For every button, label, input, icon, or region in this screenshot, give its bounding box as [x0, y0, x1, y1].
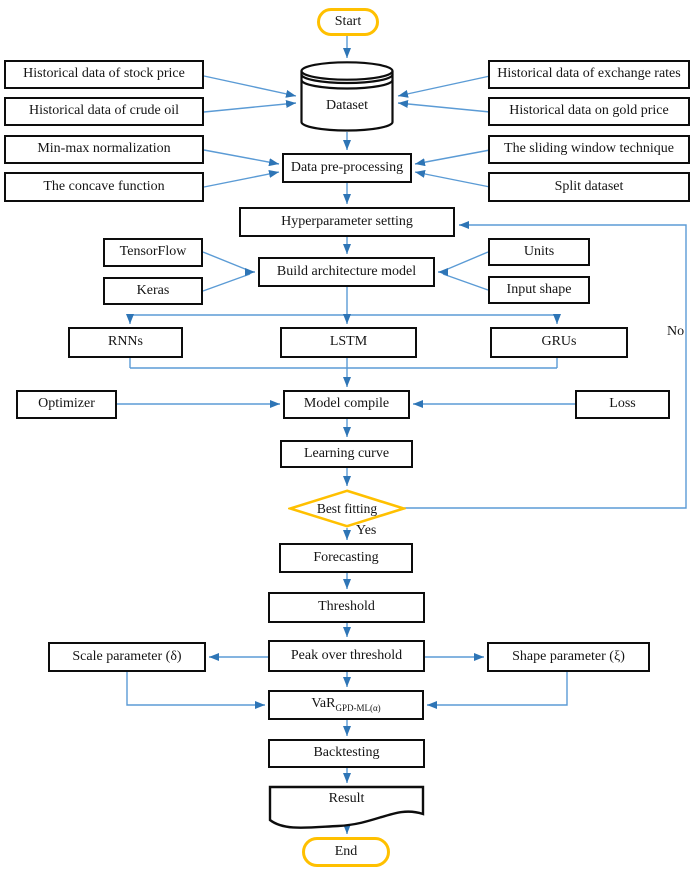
node-minmax-normalization: Min-max normalization — [4, 135, 204, 164]
node-start: Start — [317, 8, 379, 36]
node-label: Backtesting — [313, 745, 380, 761]
node-label: Learning curve — [303, 445, 390, 461]
node-stock-price: Historical data of stock price — [4, 60, 204, 89]
node-label: Historical data of stock price — [23, 66, 185, 82]
node-threshold: Threshold — [268, 592, 425, 623]
node-learning-curve: Learning curve — [280, 440, 413, 468]
node-scale-parameter: Scale parameter (δ) — [48, 642, 206, 672]
node-best-fitting: Best fitting — [288, 489, 406, 528]
node-crude-oil: Historical data of crude oil — [4, 97, 204, 126]
node-peak-over-threshold: Peak over threshold — [268, 640, 425, 672]
node-label: End — [334, 843, 358, 859]
node-label: The concave function — [43, 178, 165, 194]
node-concave-function: The concave function — [4, 172, 204, 202]
node-label: Start — [334, 13, 362, 29]
node-label: Historical data of crude oil — [28, 103, 180, 119]
node-dataset: Dataset — [300, 60, 394, 134]
cylinder-icon — [300, 61, 394, 132]
node-label: Hyperparameter setting — [281, 213, 413, 229]
edge-stock-dataset — [203, 75, 297, 98]
node-model-compile: Model compile — [283, 390, 410, 419]
node-label: Loss — [609, 396, 636, 412]
node-label: Historical data of exchange rates — [497, 66, 681, 82]
node-label: LSTM — [329, 334, 368, 350]
node-label: Model compile — [303, 396, 390, 412]
edge-concave-preprocess — [203, 170, 280, 188]
node-label: Historical data on gold price — [509, 103, 669, 119]
edge-minmax-preprocess — [203, 149, 280, 167]
node-tensorflow: TensorFlow — [103, 238, 203, 267]
node-label: Split dataset — [554, 178, 624, 194]
node-units: Units — [488, 238, 590, 266]
edge-gold-dataset — [397, 99, 491, 113]
node-exchange-rates: Historical data of exchange rates — [488, 60, 690, 89]
edge-split-preprocess — [414, 170, 491, 188]
node-label: VaRGPD-ML(α) — [311, 695, 381, 713]
node-label: Best fitting — [316, 500, 378, 516]
decision-diamond-icon — [288, 489, 406, 528]
node-label: Result — [328, 791, 365, 806]
edge-inputshape-build — [442, 273, 489, 291]
node-label: Peak over threshold — [290, 647, 403, 663]
node-label: Threshold — [318, 599, 375, 615]
node-label: Forecasting — [313, 549, 379, 565]
edge-shape-var — [427, 672, 568, 709]
node-label: Data pre-processing — [290, 159, 404, 175]
node-build-architecture-model: Build architecture model — [258, 257, 435, 287]
node-hyperparameter-setting: Hyperparameter setting — [239, 207, 455, 237]
node-label: Shape parameter (ξ) — [512, 648, 625, 664]
node-forecasting: Forecasting — [279, 543, 413, 573]
node-label: Scale parameter (δ) — [72, 648, 182, 664]
node-label: TensorFlow — [119, 244, 187, 260]
node-optimizer: Optimizer — [16, 390, 117, 419]
node-label: Dataset — [326, 98, 368, 113]
node-backtesting: Backtesting — [268, 739, 425, 768]
node-loss: Loss — [575, 390, 670, 419]
edge-sliding-preprocess — [414, 149, 491, 167]
edge-units-build — [442, 251, 489, 272]
edge-bestfit-hyper-no — [404, 221, 687, 509]
node-result: Result — [268, 785, 425, 831]
node-label: GRUs — [541, 334, 577, 350]
node-label: Keras — [136, 282, 170, 298]
node-grus: GRUs — [490, 327, 628, 358]
edge-keras-build — [202, 273, 251, 292]
node-label: Input shape — [506, 281, 572, 297]
node-end: End — [302, 837, 390, 867]
node-input-shape: Input shape — [488, 276, 590, 304]
edge-exchange-dataset — [397, 75, 491, 98]
node-gold-price: Historical data on gold price — [488, 97, 690, 126]
node-lstm: LSTM — [280, 327, 417, 358]
edge-scale-var — [126, 672, 265, 709]
node-sliding-window: The sliding window technique — [488, 135, 690, 164]
node-keras: Keras — [103, 277, 203, 305]
node-label: Optimizer — [38, 396, 95, 412]
document-shape-icon — [268, 785, 425, 829]
node-label: Units — [523, 243, 555, 259]
node-shape-parameter: Shape parameter (ξ) — [487, 642, 650, 672]
node-label: The sliding window technique — [504, 141, 674, 157]
node-data-preprocessing: Data pre-processing — [282, 153, 412, 183]
edge-label-yes: Yes — [356, 523, 377, 538]
node-split-dataset: Split dataset — [488, 172, 690, 202]
node-label: RNNs — [107, 334, 143, 350]
node-rnns: RNNs — [68, 327, 183, 358]
node-var-gpd-ml: VaRGPD-ML(α) — [268, 690, 424, 720]
node-label: Build architecture model — [276, 263, 417, 279]
edge-label-no: No — [667, 324, 685, 339]
edge-tensorflow-build — [202, 251, 251, 272]
edge-crude-dataset — [203, 99, 297, 113]
node-label: Min-max normalization — [37, 141, 171, 157]
